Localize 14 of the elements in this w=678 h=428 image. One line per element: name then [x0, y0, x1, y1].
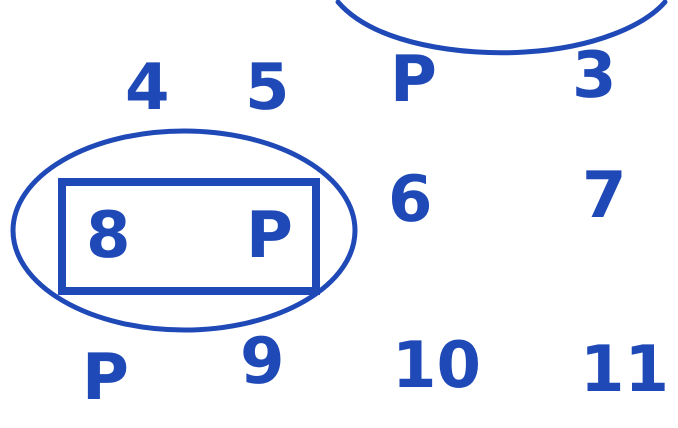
rectangle-box — [58, 178, 320, 295]
handwritten-character: 3 — [572, 44, 617, 108]
oval-outline — [10, 128, 358, 333]
handwritten-character: P — [82, 346, 129, 410]
handwritten-character: 6 — [388, 168, 433, 232]
handwritten-character: 11 — [580, 338, 670, 402]
handwritten-character: 10 — [392, 334, 482, 398]
handwritten-character: 4 — [125, 56, 170, 120]
handwritten-character: 9 — [240, 330, 285, 394]
handwritten-character: P — [246, 204, 293, 268]
handwritten-character: 5 — [245, 56, 290, 120]
handwritten-character: 7 — [582, 164, 627, 228]
handwritten-character: 8 — [86, 204, 131, 268]
handwritten-character: P — [390, 48, 437, 112]
